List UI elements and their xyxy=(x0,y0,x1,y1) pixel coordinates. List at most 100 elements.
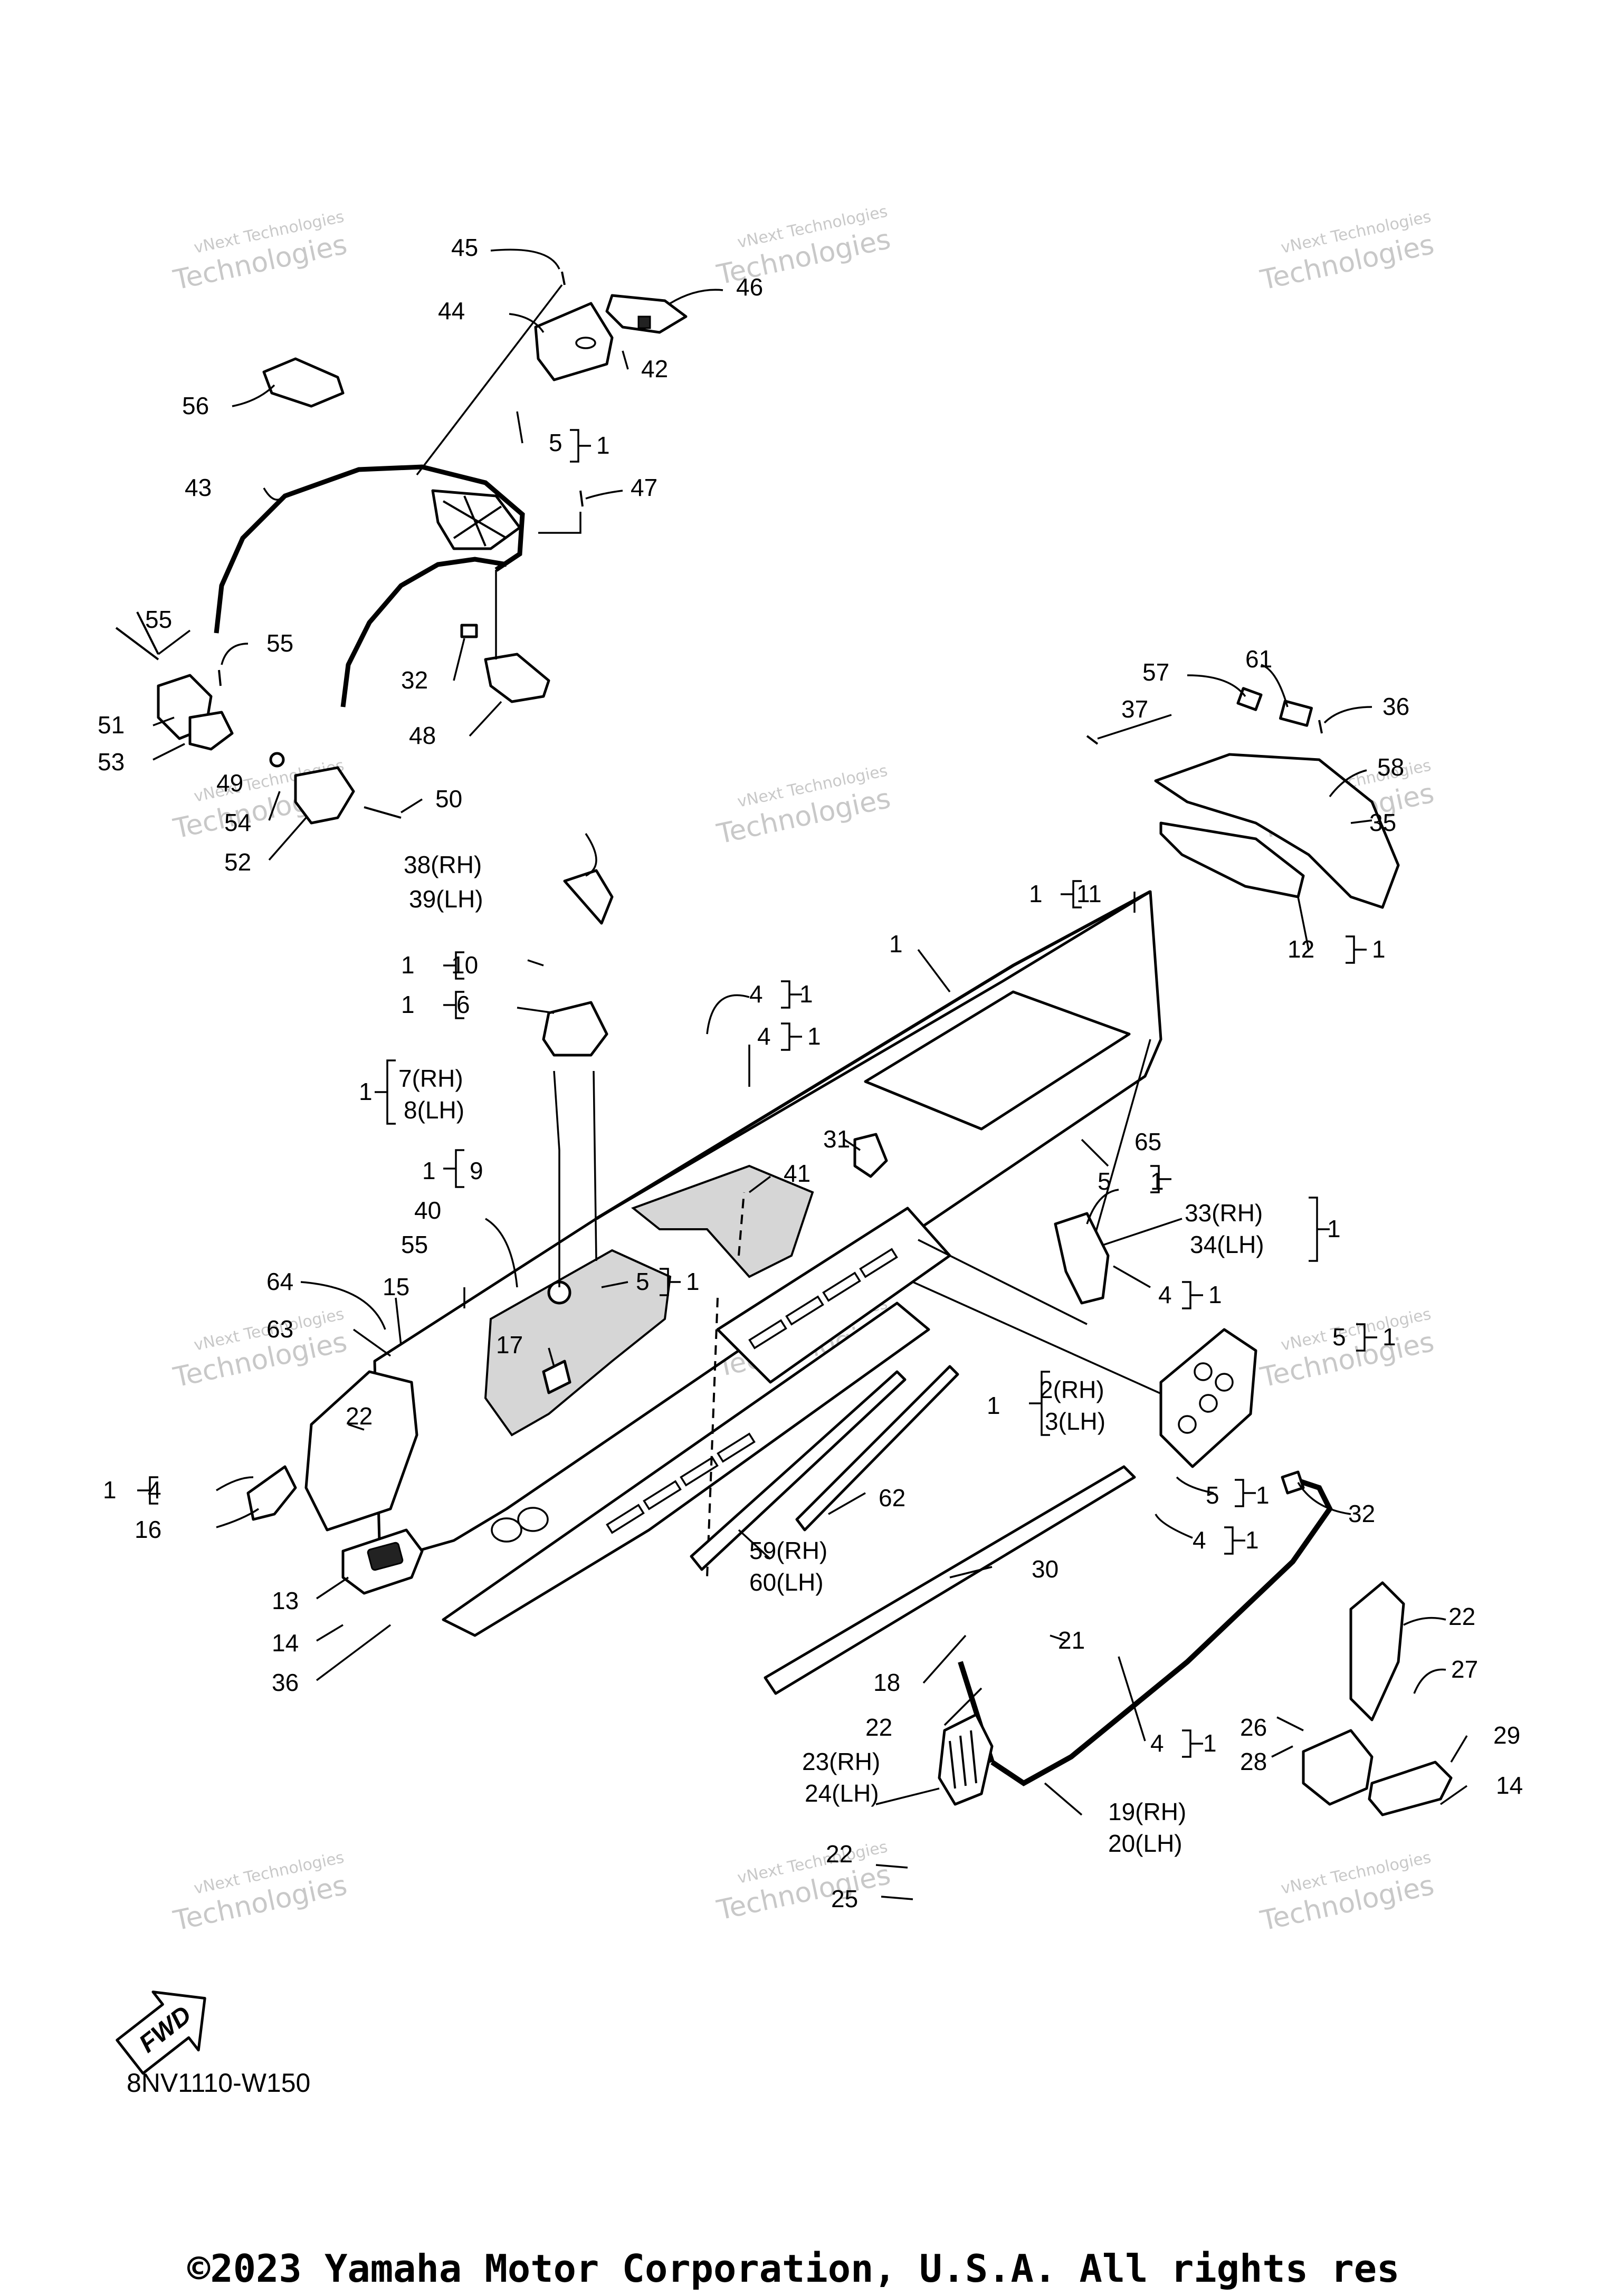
callout: 61 xyxy=(1245,645,1272,673)
callout: 58 xyxy=(1377,753,1404,781)
callout: 42 xyxy=(641,355,668,382)
callout: 51 xyxy=(98,711,125,739)
watermark: vNext Technologies Technologies xyxy=(170,207,350,296)
screw-55b xyxy=(218,669,222,686)
callout: 64 xyxy=(266,1268,293,1295)
callout: 5 xyxy=(636,1268,650,1295)
bracket-7-8 xyxy=(542,1001,608,1057)
callout: 1 xyxy=(1245,1526,1259,1554)
callout: 55 xyxy=(145,606,172,633)
bracket-16 xyxy=(246,1465,297,1521)
callout: 34(LH) xyxy=(1190,1231,1264,1258)
bracket-53 xyxy=(188,711,234,751)
callout: 1 xyxy=(799,980,813,1008)
reflector-46 xyxy=(605,294,688,334)
plate-hole xyxy=(575,337,596,349)
bolt-47 xyxy=(579,490,584,507)
bracket-ribs xyxy=(949,1730,977,1789)
callout: 17 xyxy=(496,1331,523,1359)
callout: 55 xyxy=(401,1231,428,1258)
bracket-31 xyxy=(853,1133,888,1178)
watermark: vNext Technologies Technologies xyxy=(170,1305,350,1394)
callout: 1 xyxy=(1203,1729,1217,1757)
callout: 30 xyxy=(1032,1555,1059,1583)
callout: 19(RH) xyxy=(1108,1798,1186,1825)
bracket-plate-44 xyxy=(534,302,614,381)
callout: 5 xyxy=(549,429,562,456)
callout: 11 xyxy=(1076,880,1102,907)
watermark: vNext Technologies Technologies xyxy=(1257,207,1437,296)
bracket-23-24 xyxy=(938,1713,994,1806)
bracket-52 xyxy=(294,766,355,825)
front-bulkhead xyxy=(304,1370,418,1532)
traction-slots xyxy=(606,1248,898,1534)
callout: 7(RH) xyxy=(398,1065,463,1092)
rail-62 xyxy=(795,1365,959,1532)
tunnel-rear-plate xyxy=(864,990,1131,1131)
callout: 15 xyxy=(383,1273,409,1300)
callout: 22 xyxy=(1448,1603,1475,1630)
callout: 1 xyxy=(401,991,415,1018)
nut-49 xyxy=(269,752,285,768)
callout: 36 xyxy=(1382,693,1409,720)
fwd-arrow-icon xyxy=(116,1991,206,2075)
watermark: vNext Technologies Technologies xyxy=(170,1848,350,1937)
callout: 54 xyxy=(224,809,251,836)
callout: 4 xyxy=(1193,1526,1206,1554)
callout: 63 xyxy=(266,1315,293,1343)
callout: 38(RH) xyxy=(404,851,482,878)
callout: 10 xyxy=(451,951,478,979)
callout: 4 xyxy=(1150,1729,1164,1757)
bracket-symbols xyxy=(137,429,1377,1758)
callout: 36 xyxy=(272,1669,299,1696)
callout: 23(RH) xyxy=(802,1748,880,1775)
callout: 18 xyxy=(873,1669,900,1696)
guard-26 xyxy=(1302,1729,1374,1806)
callout: 4 xyxy=(1158,1281,1172,1308)
diagram-code: 8NV1110-W150 xyxy=(127,2068,310,2098)
plate-hole xyxy=(1199,1394,1218,1413)
rear-flap-35 xyxy=(1154,753,1400,909)
callout: 1 xyxy=(422,1157,436,1184)
watermark: vNext Technologies Technologies xyxy=(1257,1305,1437,1394)
rear-bumper-assembly xyxy=(690,1212,1453,1816)
callout: 44 xyxy=(438,297,465,324)
callout: 45 xyxy=(451,234,478,261)
callout: 43 xyxy=(185,474,212,501)
plate-hole xyxy=(1215,1373,1234,1392)
callout: 1 xyxy=(103,1476,117,1504)
callout: 4 xyxy=(757,1022,771,1050)
label-61 xyxy=(1279,700,1313,727)
callout: 2(RH) xyxy=(1040,1376,1104,1403)
callout: 1 xyxy=(1327,1215,1341,1242)
callout: 8(LH) xyxy=(404,1096,464,1124)
callout: 31 xyxy=(823,1125,850,1153)
callout: 1 xyxy=(1382,1323,1396,1351)
watermark: vNext Technologies Technologies xyxy=(714,761,893,850)
assembly-guide xyxy=(738,1192,745,1256)
callout: 13 xyxy=(272,1587,299,1614)
callout: 1 xyxy=(1256,1481,1270,1509)
callout: 33(RH) xyxy=(1185,1199,1263,1227)
tunnel-side-skirt xyxy=(442,1302,930,1637)
callout: 14 xyxy=(1496,1772,1523,1799)
screw-36 xyxy=(1318,720,1323,734)
callout: 5 xyxy=(1098,1168,1111,1195)
watermark: vNext Technologies Technologies xyxy=(1257,1848,1437,1937)
callout: 41 xyxy=(784,1160,810,1187)
plate-hole xyxy=(1194,1362,1213,1381)
callout: 5 xyxy=(1332,1323,1346,1351)
callout: 49 xyxy=(216,769,243,797)
callout: 14 xyxy=(272,1629,299,1657)
callout: 35 xyxy=(1369,809,1396,836)
rack-tube-43 xyxy=(214,464,525,634)
copyright-notice: ©2023 Yamaha Motor Corporation, U.S.A. A… xyxy=(187,2246,1399,2291)
fwd-arrow: FWD xyxy=(116,1991,206,2075)
callout: 55 xyxy=(266,629,293,657)
footrest-pad xyxy=(367,1542,404,1571)
callout: 26 xyxy=(1240,1714,1267,1741)
callout: 1 xyxy=(1372,935,1386,963)
callout: 32 xyxy=(1348,1500,1375,1527)
guard-plate-26 xyxy=(1349,1581,1405,1721)
